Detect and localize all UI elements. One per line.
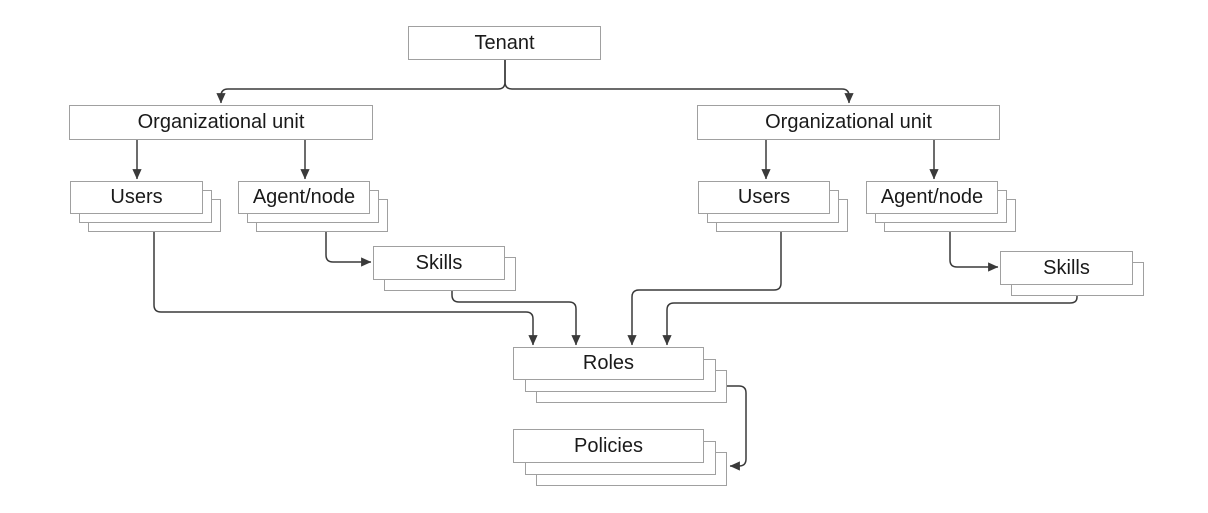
- node-policies: Policies: [513, 429, 727, 486]
- node-users-right-label: Users: [698, 181, 830, 214]
- node-users-left: Users: [70, 181, 221, 232]
- edge-users-right-to-roles: [627, 232, 782, 346]
- node-skills-right-label: Skills: [1000, 251, 1133, 285]
- edge-agent-node-right-to-skills-right: [949, 232, 999, 272]
- node-skills-left: Skills: [373, 246, 516, 291]
- edge-agent-node-left-to-skills-left: [325, 232, 372, 267]
- node-users-right: Users: [698, 181, 848, 232]
- node-agent-node-left-label: Agent/node: [238, 181, 370, 214]
- node-agent-node-right: Agent/node: [866, 181, 1016, 232]
- node-org-unit-right-label: Organizational unit: [697, 105, 1000, 140]
- node-users-left-label: Users: [70, 181, 203, 214]
- node-agent-node-left: Agent/node: [238, 181, 388, 232]
- node-agent-node-right-label: Agent/node: [866, 181, 998, 214]
- node-org-unit-right: Organizational unit: [697, 105, 1000, 140]
- node-skills-right: Skills: [1000, 251, 1144, 296]
- edge-skills-right-to-roles: [662, 296, 1078, 346]
- node-tenant-label: Tenant: [408, 26, 601, 60]
- node-policies-label: Policies: [513, 429, 704, 463]
- edge-roles-to-policies: [727, 385, 747, 471]
- node-roles: Roles: [513, 347, 727, 403]
- node-org-unit-left-label: Organizational unit: [69, 105, 373, 140]
- node-skills-left-label: Skills: [373, 246, 505, 280]
- node-org-unit-left: Organizational unit: [69, 105, 373, 140]
- edge-tenant-to-org-unit-right: [504, 60, 854, 104]
- node-roles-label: Roles: [513, 347, 704, 380]
- node-tenant: Tenant: [408, 26, 601, 60]
- edge-tenant-to-org-unit-left: [216, 60, 506, 104]
- edge-skills-left-to-roles: [451, 291, 581, 346]
